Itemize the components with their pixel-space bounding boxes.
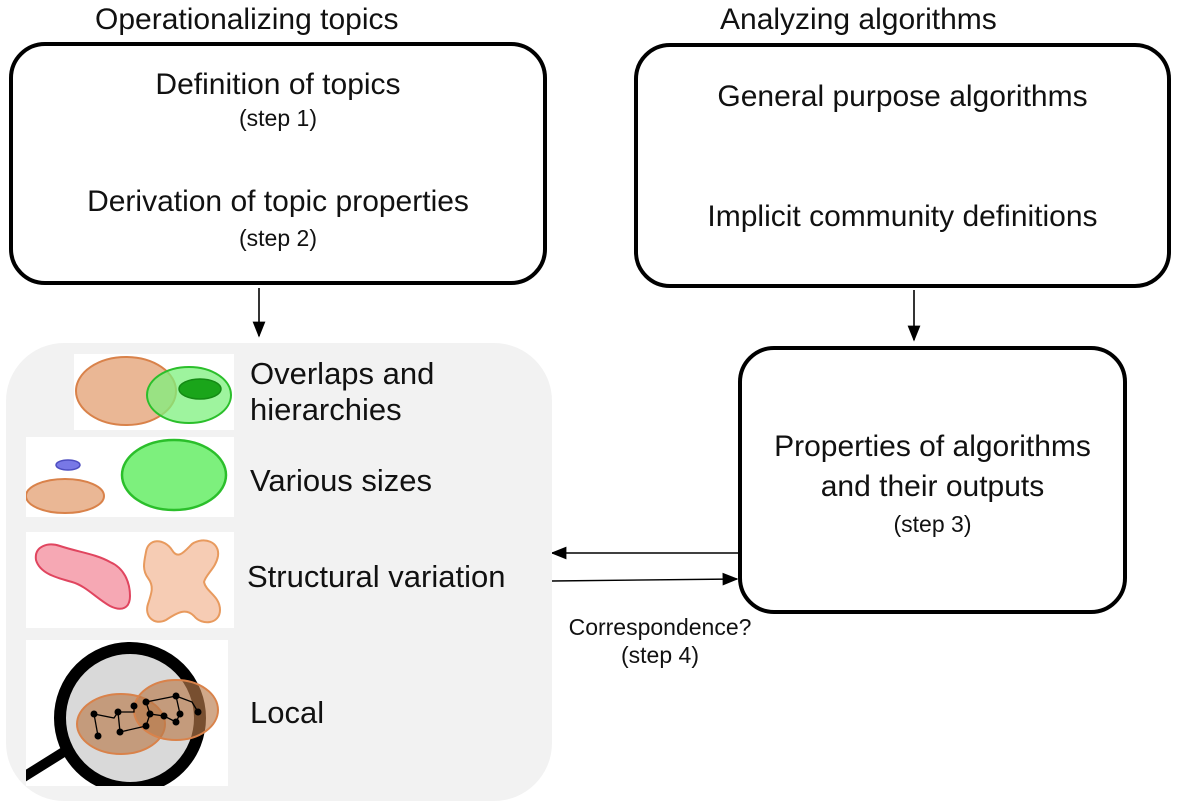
- different-sized-ellipses-icon: [26, 437, 234, 517]
- properties-line-1: Properties of algorithms: [774, 430, 1091, 463]
- various-sizes-label: Various sizes: [250, 463, 433, 498]
- arrow-topics-to-properties: [551, 572, 739, 586]
- algorithms-box: General purpose algorithms Implicit comm…: [634, 43, 1171, 288]
- step-2-label: (step 2): [239, 225, 317, 251]
- algorithm-properties-box: Properties of algorithms and their outpu…: [738, 346, 1127, 614]
- derivation-of-topic-properties-label: Derivation of topic properties: [87, 185, 469, 218]
- implicit-community-definitions-label: Implicit community definitions: [707, 200, 1098, 233]
- step-1-label: (step 1): [239, 105, 317, 131]
- step-3-label: (step 3): [893, 511, 972, 537]
- definition-of-topics-label: Definition of topics: [155, 68, 401, 101]
- topics-definition-box: Definition of topics (step 1) Derivation…: [9, 42, 547, 285]
- heading-analyzing-algorithms: Analyzing algorithms: [720, 3, 997, 36]
- properties-line-2: and their outputs: [820, 470, 1045, 503]
- overlaps-line-1: Overlaps and: [250, 356, 435, 391]
- overlapping-ellipses-icon: [74, 354, 234, 430]
- correspondence-label: Correspondence? (step 4): [550, 614, 770, 669]
- heading-operationalizing-topics: Operationalizing topics: [95, 3, 399, 36]
- step-4-label: (step 4): [621, 641, 699, 668]
- overlaps-and-hierarchies-label: Overlaps and hierarchies: [250, 356, 434, 429]
- irregular-shapes-icon: [26, 532, 234, 628]
- overlaps-line-2: hierarchies: [250, 392, 402, 428]
- structural-variation-label: Structural variation: [247, 559, 506, 594]
- magnifying-glass-graph-icon: [26, 640, 228, 786]
- local-label: Local: [250, 695, 325, 730]
- correspondence-question: Correspondence?: [568, 614, 752, 640]
- general-purpose-algorithms-label: General purpose algorithms: [717, 80, 1088, 113]
- topic-properties-panel: Overlaps and hierarchies Various sizes S…: [6, 343, 552, 801]
